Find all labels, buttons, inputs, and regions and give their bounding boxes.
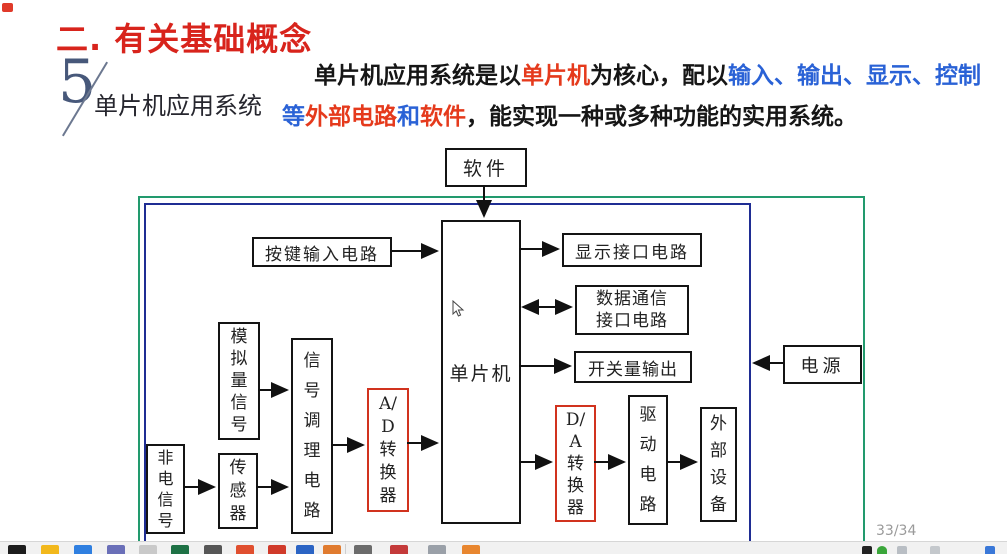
taskbar-icon-light-app[interactable] (428, 545, 446, 554)
tray-icon-grey[interactable] (897, 546, 907, 554)
taskbar[interactable] (0, 541, 1007, 554)
taskbar-separator (345, 544, 346, 554)
box-adc: A/ D 转 换 器 (367, 388, 409, 512)
intro-seg: ，能实现一种或多种功能的实用系统。 (466, 104, 857, 130)
taskbar-icon-orange-app-2[interactable] (462, 545, 480, 554)
taskbar-icon-green-app[interactable] (171, 545, 189, 554)
taskbar-icon-grey-app[interactable] (354, 545, 372, 554)
taskbar-icon-red-app[interactable] (268, 545, 286, 554)
section-number: 5 (58, 47, 97, 117)
section-label: 单片机应用系统 (94, 92, 262, 120)
intro-paragraph: 单片机应用系统是以单片机为核心，配以输入、输出、显示、控制 等外部电路和软件，能… (282, 56, 1004, 138)
taskbar-icon-window-app[interactable] (139, 545, 157, 554)
intro-seg: 和 (397, 104, 420, 130)
taskbar-icon-purple-app[interactable] (107, 545, 125, 554)
box-data-comm: 数据通信 接口电路 (575, 285, 689, 335)
taskbar-icon-orange-app[interactable] (323, 545, 341, 554)
page-indicator: 33/34 (876, 523, 917, 539)
intro-seg: 为核心，配以 (590, 63, 728, 89)
mouse-cursor (452, 300, 465, 317)
box-mcu: 单片机 (441, 220, 521, 524)
box-signal-conditioning: 信 号 调 理 电 路 (291, 338, 333, 534)
box-external-device: 外 部 设 备 (700, 407, 737, 522)
taskbar-icon-blue-app[interactable] (74, 545, 92, 554)
taskbar-icon-red-app-2[interactable] (390, 545, 408, 554)
intro-seg: 输入、输出、显示、控制 (728, 63, 981, 89)
intro-seg: 单片机 (521, 63, 590, 89)
slide-title: 二. 有关基础概念 (56, 20, 313, 58)
tray-icon-blue[interactable] (985, 546, 995, 554)
taskbar-icon-orange-red-app[interactable] (236, 545, 254, 554)
box-sensor: 传 感 器 (218, 453, 258, 529)
intro-line-1: 单片机应用系统是以单片机为核心，配以输入、输出、显示、控制 (282, 56, 1004, 97)
box-switch-output: 开关量输出 (574, 351, 692, 383)
box-analog-signal: 模 拟 量 信 号 (218, 322, 260, 440)
box-key-input: 按键输入电路 (252, 237, 392, 267)
intro-seg: 单片机应用系统是以 (314, 63, 521, 89)
intro-seg: 外部电路 (305, 104, 397, 130)
box-dac: D/ A 转 换 器 (555, 405, 596, 522)
box-non-electric-signal: 非 电 信 号 (146, 444, 185, 534)
taskbar-icon-folder[interactable] (41, 545, 59, 554)
tray-icon-black[interactable] (862, 546, 872, 554)
box-software: 软件 (445, 148, 527, 187)
taskbar-icon-blue-doc-app[interactable] (296, 545, 314, 554)
intro-seg: 等 (282, 104, 305, 130)
box-power: 电源 (783, 345, 862, 384)
tray-icon-grey-2[interactable] (930, 546, 940, 554)
taskbar-icon-black-app[interactable] (8, 545, 26, 554)
intro-line-2: 等外部电路和软件，能实现一种或多种功能的实用系统。 (282, 97, 1004, 138)
taskbar-icon-dark-app[interactable] (204, 545, 222, 554)
box-driver-circuit: 驱 动 电 路 (628, 395, 668, 525)
tray-icon-green[interactable] (877, 546, 887, 554)
red-corner-icon (2, 3, 13, 12)
intro-seg: 软件 (420, 104, 466, 130)
box-display-interface: 显示接口电路 (562, 233, 702, 267)
